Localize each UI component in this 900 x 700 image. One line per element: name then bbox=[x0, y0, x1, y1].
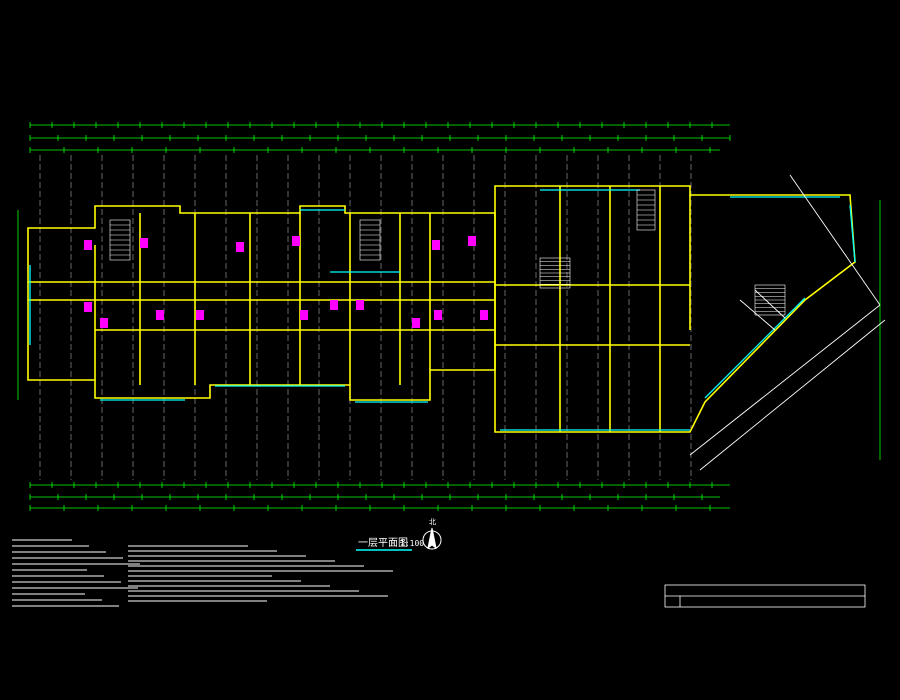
svg-text:1:100: 1:100 bbox=[400, 539, 424, 548]
fixture bbox=[196, 310, 204, 320]
fixture bbox=[300, 310, 308, 320]
svg-text:北: 北 bbox=[429, 518, 436, 526]
fixture bbox=[412, 318, 420, 328]
fixture bbox=[140, 238, 148, 248]
fixture bbox=[84, 240, 92, 250]
plan-title: 一层平面图 1:100 bbox=[356, 537, 424, 551]
bathroom-fixtures bbox=[84, 236, 488, 328]
fixture bbox=[480, 310, 488, 320]
fixture bbox=[468, 236, 476, 246]
fixture bbox=[434, 310, 442, 320]
diagonal-wing bbox=[689, 174, 886, 471]
fixture bbox=[156, 310, 164, 320]
drawing-notes bbox=[12, 539, 393, 607]
residential-block-walls bbox=[27, 205, 496, 401]
commercial-block-walls bbox=[494, 185, 856, 433]
fixture bbox=[292, 236, 300, 246]
title-block bbox=[664, 584, 866, 608]
fixture bbox=[432, 240, 440, 250]
fixture bbox=[330, 300, 338, 310]
glazing-lines bbox=[29, 189, 856, 431]
fixture bbox=[356, 300, 364, 310]
svg-text:一层平面图: 一层平面图 bbox=[358, 537, 408, 549]
fixture bbox=[236, 242, 244, 252]
fixture bbox=[100, 318, 108, 328]
fixture bbox=[84, 302, 92, 312]
dimension-lines bbox=[17, 122, 881, 511]
north-arrow-icon: 北 bbox=[422, 518, 442, 550]
stairwells bbox=[109, 189, 786, 316]
